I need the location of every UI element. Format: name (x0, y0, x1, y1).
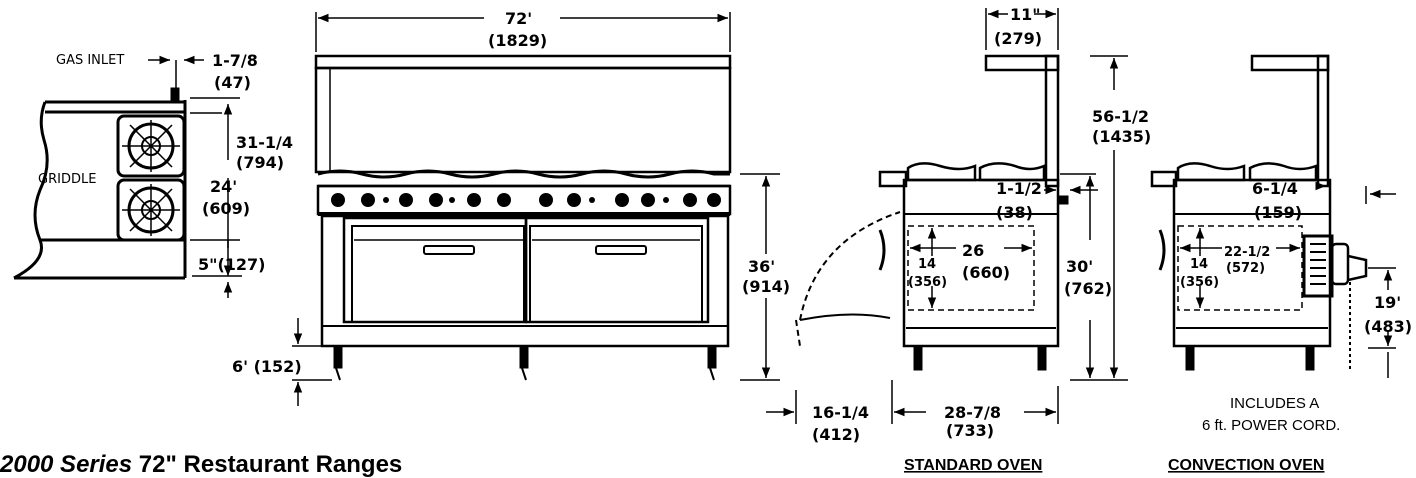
std-depth-mm: (733) (946, 421, 994, 440)
front-dimension-lines (292, 12, 780, 406)
control-knobs (331, 193, 721, 207)
standard-oven-caption: STANDARD OVEN (904, 457, 1042, 474)
convection-oven-caption: CONVECTION OVEN (1168, 457, 1324, 474)
conv-interior-depth-dim: 22-1/2 (1224, 245, 1270, 260)
std-interior-depth-mm: (660) (962, 263, 1010, 282)
griddle-label: GRIDDLE (38, 172, 96, 187)
overall-height-dim: 56-1/2 (1092, 107, 1149, 126)
motor-offset-mm: (159) (1254, 203, 1302, 222)
working-height-mm: (762) (1064, 279, 1112, 298)
griddle-width-dim: 24' (210, 177, 237, 196)
std-depth-dim: 28-7/8 (944, 403, 1001, 422)
gas-inlet-label: GAS INLET (56, 53, 124, 68)
convection-oven-dimension-lines (1180, 181, 1396, 378)
conv-interior-height-dim: 14 (1190, 257, 1208, 272)
inlet-offset-mm: (47) (214, 73, 251, 92)
griddle-height-mm: (794) (236, 153, 284, 172)
top-depth-mm: (279) (994, 29, 1042, 48)
overall-width-mm: (1829) (488, 31, 547, 50)
leg-height-dim: 6' (152) (232, 357, 302, 376)
griddle-detail (13, 87, 187, 280)
conv-interior-depth-mm: (572) (1226, 261, 1265, 276)
working-height-dim: 30' (1066, 257, 1093, 276)
std-interior-height-dim: 14 (918, 257, 936, 272)
conv-interior-height-mm: (356) (1180, 275, 1219, 290)
door-swing-mm: (412) (812, 425, 860, 444)
standard-oven-side (795, 54, 1069, 371)
series-title: 2000 Series 72" Restaurant Ranges (0, 452, 402, 478)
standard-oven-dimension-lines (766, 8, 1128, 424)
inlet-offset-dim: 1-7/8 (212, 51, 258, 70)
cord-height-mm: (483) (1364, 317, 1412, 336)
top-depth-dim: 11" (1010, 5, 1041, 24)
front-height-mm: (914) (742, 277, 790, 296)
door-swing-dim: 16-1/4 (812, 403, 869, 422)
gas-offset-dim: 1-1/2 (996, 179, 1042, 198)
series-subtitle: 72" Restaurant Ranges (132, 451, 403, 478)
motor-offset-dim: 6-1/4 (1252, 179, 1298, 198)
convection-oven-side (1150, 54, 1368, 372)
overall-height-mm: (1435) (1092, 127, 1151, 146)
griddle-height-dim: 31-1/4 (236, 133, 293, 152)
std-interior-height-mm: (356) (908, 275, 947, 290)
griddle-base-dim: 5"(127) (198, 255, 266, 274)
gas-offset-mm: (38) (996, 203, 1033, 222)
overall-width-dim: 72' (505, 9, 532, 28)
series-name: 2000 Series (0, 451, 133, 478)
front-view (314, 54, 732, 381)
cord-note-line2: 6 ft. POWER CORD. (1202, 417, 1340, 434)
std-interior-depth-dim: 26 (962, 241, 984, 260)
cord-note-line1: INCLUDES A (1230, 395, 1319, 412)
front-height-dim: 36' (748, 257, 775, 276)
cord-height-dim: 19' (1374, 293, 1401, 312)
griddle-width-mm: (609) (202, 199, 250, 218)
griddle-dimension-lines (148, 55, 242, 298)
